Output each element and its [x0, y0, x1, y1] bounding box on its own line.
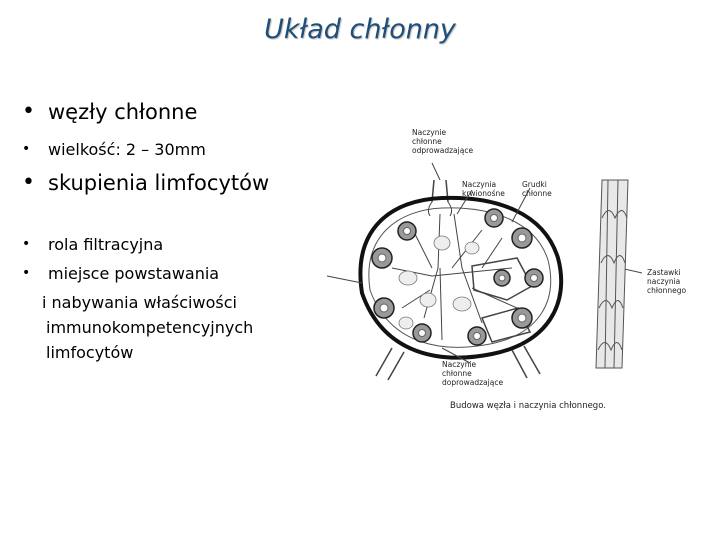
label-valves: Zastawki naczynia chłonnego — [647, 268, 687, 295]
bullet-dot: • — [22, 236, 31, 252]
bullet-dot: • — [22, 265, 31, 281]
bullet-text: węzły chłonne — [48, 100, 198, 124]
bullet-text: miejsce powstawania — [48, 264, 220, 283]
figure-caption: Budowa węzła i naczynia chłonnego. — [450, 401, 606, 411]
bullet-dot: • — [22, 170, 35, 195]
label-lymph-follicles: Grudki chłonne — [522, 180, 552, 198]
lymph-node-diagram — [326, 162, 643, 381]
label-blood-vessels: Naczynia krwionośne — [462, 180, 505, 198]
bullet-continuation: limfocytów — [46, 343, 134, 362]
label-efferent-vessel: Naczynie chłonne odprowadzające — [412, 128, 474, 155]
lymph-node-figure: Naczynie chłonne odprowadzające Naczynia… — [322, 118, 702, 418]
bullet-text: rola filtracyjna — [48, 235, 164, 254]
bullet-continuation: i nabywania właściwości — [42, 293, 237, 312]
slide-title: Układ chłonny — [264, 14, 456, 45]
bullet-dot: • — [22, 99, 35, 124]
bullet-text: wielkość: 2 – 30mm — [48, 140, 206, 159]
label-afferent-vessel: Naczynie chłonne doprowadzające — [442, 360, 504, 387]
bullet-text: skupienia limfocytów — [48, 171, 270, 195]
bullet-dot: • — [22, 141, 31, 157]
bullet-continuation: immunokompetencyjnych — [46, 318, 254, 337]
